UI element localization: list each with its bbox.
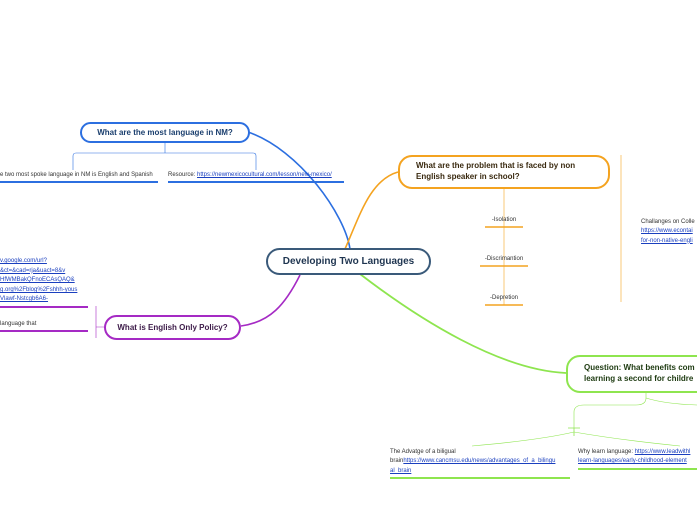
resource-label: Resource: bbox=[168, 172, 198, 178]
subtopic-nm-resource[interactable]: Resource: https://newmexicocultural.com/… bbox=[168, 171, 344, 184]
problem-discrimination[interactable]: -Discrimantion bbox=[474, 256, 534, 262]
link-central-benefits bbox=[359, 273, 567, 374]
advantage-link-line2[interactable]: al_brain bbox=[390, 467, 412, 474]
policy-definition-text: language that bbox=[0, 321, 37, 327]
challenges-link-line2[interactable]: for-non-native-engli bbox=[641, 237, 693, 244]
topic-most-language-nm[interactable]: What are the most language in NM? bbox=[80, 122, 250, 143]
spoken-languages-text: e two most spoke language in NM is Engli… bbox=[0, 172, 153, 178]
why-learn-label: Why learn language: bbox=[578, 449, 635, 455]
subtopic-challenges-college[interactable]: Challanges on Colle https://www.econtai … bbox=[641, 218, 695, 246]
topic-benefits-label: Question: What benefits com learning a s… bbox=[584, 363, 695, 383]
problem-depression-text: -Depretion bbox=[489, 295, 518, 301]
benefits-stem bbox=[573, 393, 647, 428]
central-topic-label: Developing Two Languages bbox=[282, 256, 415, 267]
challenges-link-line1[interactable]: https://www.econtai bbox=[641, 228, 693, 235]
resource-link[interactable]: https://newmexicocultural.com/lesson/new… bbox=[197, 172, 332, 178]
problem-isolation[interactable]: -Isolation bbox=[474, 217, 534, 223]
benefits-left bbox=[471, 431, 575, 447]
topic-nm-label: What are the most language in NM? bbox=[97, 128, 233, 137]
topic-problems-label: What are the problem that is faced by no… bbox=[416, 161, 576, 181]
problem-depression[interactable]: -Depretion bbox=[474, 295, 534, 301]
subtopic-spoken-languages[interactable]: e two most spoke language in NM is Engli… bbox=[0, 171, 158, 184]
subtopic-bilingual-advantage[interactable]: The Advatge of a biligual brainhttps://w… bbox=[390, 448, 570, 479]
policy-url-line3[interactable]: HfWMBakQFnoECAsQAQ& bbox=[0, 277, 75, 284]
advantage-link-line1[interactable]: https://www.cancmsu.edu/news/advantages_… bbox=[403, 458, 556, 465]
policy-url-line5[interactable]: Vlawf-Nstcgb6A6- bbox=[0, 296, 49, 303]
benefits-far bbox=[645, 397, 697, 406]
topic-policy-label: What is English Only Policy? bbox=[117, 323, 228, 332]
topic-english-only-policy[interactable]: What is English Only Policy? bbox=[104, 315, 241, 340]
policy-url-line2[interactable]: &ct=&cad=rja&uact=8&v bbox=[0, 267, 66, 274]
why-learn-link-line1[interactable]: https://www.leadwithl bbox=[634, 449, 691, 455]
policy-bracket bbox=[95, 306, 104, 338]
advantage-text: The Advatge of a biligual bbox=[390, 449, 456, 455]
challenges-label: Challanges on Colle bbox=[641, 219, 695, 225]
topic-problems[interactable]: What are the problem that is faced by no… bbox=[398, 155, 610, 189]
policy-url-line1[interactable]: v.google.com/url? bbox=[0, 258, 47, 264]
benefits-right bbox=[573, 431, 681, 447]
policy-url-line4[interactable]: g.org%2Fblog%2Fshhh-yous bbox=[0, 286, 78, 293]
nm-bracket bbox=[72, 143, 257, 170]
problem-isolation-text: -Isolation bbox=[491, 217, 517, 223]
topic-benefits[interactable]: Question: What benefits com learning a s… bbox=[566, 355, 697, 393]
advantage-prefix: brain bbox=[390, 458, 404, 465]
problem-discrimination-text: -Discrimantion bbox=[484, 256, 524, 262]
why-learn-link-line2[interactable]: learn-languages/early-childhood-element bbox=[578, 458, 687, 465]
link-central-policy bbox=[240, 274, 301, 327]
link-central-problem bbox=[344, 171, 399, 250]
subtopic-policy-definition[interactable]: language that bbox=[0, 320, 88, 333]
subtopic-policy-source[interactable]: v.google.com/url? &ct=&cad=rja&uact=8&v … bbox=[0, 257, 88, 308]
central-topic[interactable]: Developing Two Languages bbox=[266, 248, 431, 275]
subtopic-why-learn-language[interactable]: Why learn language: https://www.leadwith… bbox=[578, 448, 697, 470]
link-central-nm bbox=[247, 131, 351, 250]
